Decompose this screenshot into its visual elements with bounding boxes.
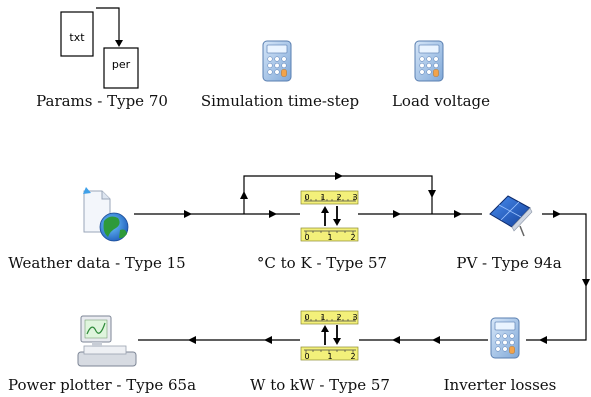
- ruler-tick-label: 2: [350, 233, 355, 242]
- ruler-tick-label: 2: [336, 193, 341, 202]
- ruler-tick-label: 1: [327, 233, 332, 242]
- ruler-tick-label: 2: [350, 352, 355, 361]
- ruler-tick-label: 0: [304, 313, 309, 322]
- params-txt-label: txt: [69, 31, 85, 44]
- simulation-time-step-label: Simulation time-step: [200, 92, 360, 110]
- plotter-icon[interactable]: [77, 315, 137, 367]
- params-file-icon[interactable]: txt per: [60, 7, 139, 89]
- ruler-tick-label: 3: [352, 193, 357, 202]
- unit-converter-icon[interactable]: 0 1 2 3 0 1 2: [300, 190, 359, 242]
- solar-panel-icon[interactable]: [489, 195, 533, 237]
- power-plotter-label: Power plotter - Type 65a: [7, 376, 197, 394]
- ruler-tick-label: 1: [320, 193, 325, 202]
- pv-type94a-label: PV - Type 94a: [456, 254, 562, 272]
- ruler-tick-label: 0: [304, 233, 309, 242]
- ruler-tick-label: 0: [304, 193, 309, 202]
- load-voltage-label: Load voltage: [391, 92, 491, 110]
- c-to-k-label: °C to K - Type 57: [256, 254, 388, 272]
- ruler-tick-label: 2: [336, 313, 341, 322]
- ruler-tick-label: 3: [352, 313, 357, 322]
- params-type70-label: Params - Type 70: [36, 92, 168, 110]
- params-per-label: per: [112, 58, 131, 71]
- ruler-tick-label: 1: [327, 352, 332, 361]
- inverter-losses-label: Inverter losses: [443, 376, 557, 394]
- calculator-icon[interactable]: [414, 40, 444, 82]
- calculator-icon[interactable]: [490, 317, 520, 359]
- w-to-kw-label: W to kW - Type 57: [250, 376, 390, 394]
- calculator-icon[interactable]: [262, 40, 292, 82]
- ruler-tick-label: 1: [320, 313, 325, 322]
- ruler-tick-label: 0: [304, 352, 309, 361]
- unit-converter-icon[interactable]: 0 1 2 3 0 1 2: [300, 310, 359, 361]
- weather-data-icon[interactable]: [83, 187, 129, 242]
- weather-data-label: Weather data - Type 15: [8, 254, 186, 272]
- connection-arrows: [184, 172, 590, 344]
